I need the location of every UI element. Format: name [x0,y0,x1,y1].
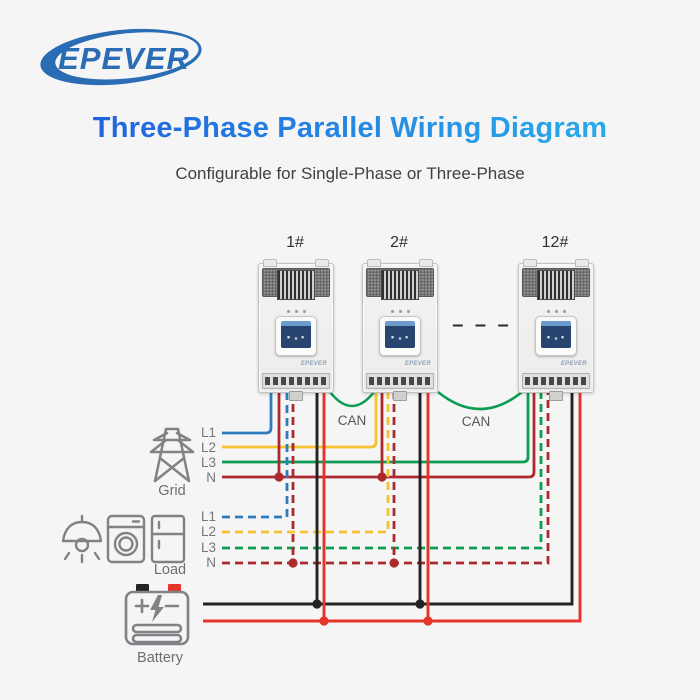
lcd-display [379,316,421,356]
washing-machine-icon [106,514,146,564]
load-l2-label: L2 [200,524,216,539]
mounting-ear [575,259,589,267]
grid-label: Grid [158,483,186,499]
epever-logo: EPEVER [36,26,206,90]
grid-l2-wire [222,391,378,449]
can-label-2: CAN [461,414,491,429]
grid-l2-label: L2 [200,440,216,455]
battery-icon [124,582,190,646]
vent-slats [277,270,315,300]
epever-mini-logo: EPEVER [404,361,431,367]
lcd-screen [541,321,571,348]
display-buttons [363,310,437,313]
lcd-display [275,316,317,356]
lcd-screen [385,321,415,348]
grid-l3-wire [222,391,530,464]
page-subtitle: Configurable for Single-Phase or Three-P… [175,164,525,183]
battery-negative-junction-dots [312,599,425,609]
epever-mini-logo: EPEVER [560,361,587,367]
connector-nub [289,391,303,401]
vent-slats [537,270,575,300]
display-buttons [259,310,333,313]
mounting-ear [315,259,329,267]
vent-slats [381,270,419,300]
page-title: Three-Phase Parallel Wiring Diagram [0,112,700,145]
grid-l3-label: L3 [200,455,216,470]
continuation-dashes: – – – [452,314,512,336]
can-label-1: CAN [337,413,367,428]
neutral-junction-dots [274,472,399,568]
terminal-strip [366,373,434,389]
inverter-unit-2: EPEVER [362,259,438,401]
mounting-ear [263,259,277,267]
load-l3-wire [222,391,543,550]
grid-tower-icon [146,425,198,483]
terminal-strip [262,373,330,389]
lcd-display [535,316,577,356]
battery-negative-wire [203,391,574,606]
grid-neutral-wire [222,391,536,479]
epever-mini-logo: EPEVER [300,361,327,367]
grid-n-label: N [206,470,216,485]
load-label: Load [153,562,187,578]
lamp-icon [59,513,105,565]
load-l3-label: L3 [200,540,216,555]
terminal-strip [522,373,590,389]
grid-l1-label: L1 [200,425,216,440]
load-neutral-wire [222,391,550,565]
load-n-label: N [206,555,216,570]
logo-swoosh-icon [40,28,202,86]
mounting-ear [419,259,433,267]
load-l1-label: L1 [200,509,216,524]
connector-nub [549,391,563,401]
battery-positive-wire [203,391,582,623]
inverter-unit-12: EPEVER [518,259,594,401]
inverter-2-label: 2# [390,234,408,251]
mounting-ear [367,259,381,267]
grid-l1-wire [222,391,273,435]
battery-label: Battery [137,650,183,666]
load-l2-wire [222,391,390,534]
load-l1-wire [222,391,289,519]
mounting-ear [523,259,537,267]
inverter-unit-1: EPEVER [258,259,334,401]
battery-positive-junction-dots [319,616,433,626]
display-buttons [519,310,593,313]
lcd-screen [281,321,311,348]
inverter-1-label: 1# [286,234,304,251]
refrigerator-icon [150,514,186,564]
connector-nub [393,391,407,401]
logo-text: EPEVER [58,41,190,76]
can-bus-wire [328,390,523,411]
lightning-bolt-icon [150,595,164,622]
inverter-12-label: 12# [541,234,569,251]
